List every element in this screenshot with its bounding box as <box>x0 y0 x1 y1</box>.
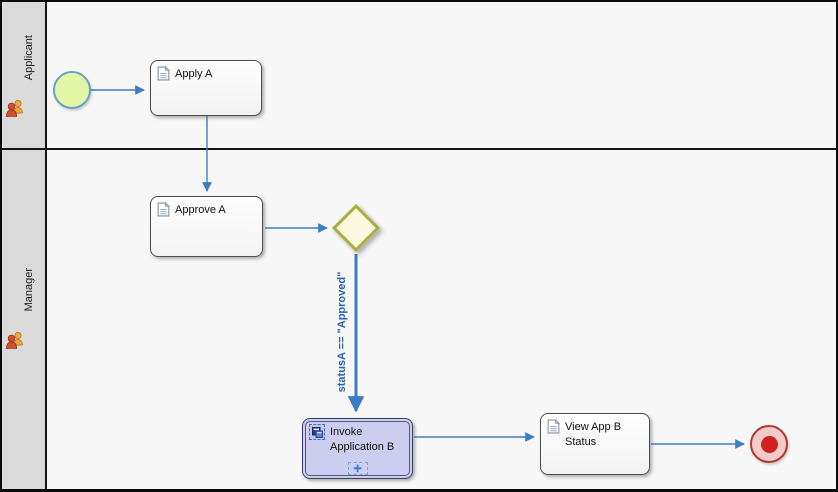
document-icon <box>157 202 170 217</box>
task-label: View App B Status <box>565 421 622 448</box>
task-invoke-application-b[interactable]: Invoke Application B + <box>302 418 413 479</box>
subprocess-expand-button[interactable]: + <box>347 459 368 477</box>
gateway-diamond <box>331 203 381 253</box>
lane-header-applicant[interactable] <box>2 2 47 148</box>
task-label: Apply A <box>175 68 213 80</box>
lane-header-manager[interactable] <box>2 150 47 489</box>
document-icon <box>547 419 560 434</box>
people-icon <box>5 100 23 117</box>
document-icon <box>157 66 170 81</box>
end-event-dot <box>760 435 778 453</box>
task-apply-a[interactable]: Apply A <box>150 60 262 116</box>
application-icon <box>309 424 325 440</box>
task-view-app-b-status[interactable]: View App B Status <box>540 413 650 475</box>
exclusive-gateway[interactable] <box>331 203 381 253</box>
condition-label[interactable]: statusA == "Approved" <box>336 271 348 393</box>
task-label: Invoke Application B <box>330 426 395 453</box>
start-event[interactable] <box>53 71 91 109</box>
people-icon <box>5 332 23 349</box>
plus-icon: + <box>353 459 362 477</box>
task-label: Approve A <box>175 204 226 216</box>
task-approve-a[interactable]: Approve A <box>150 196 263 257</box>
lane-divider <box>2 148 836 150</box>
end-event[interactable] <box>750 425 788 463</box>
